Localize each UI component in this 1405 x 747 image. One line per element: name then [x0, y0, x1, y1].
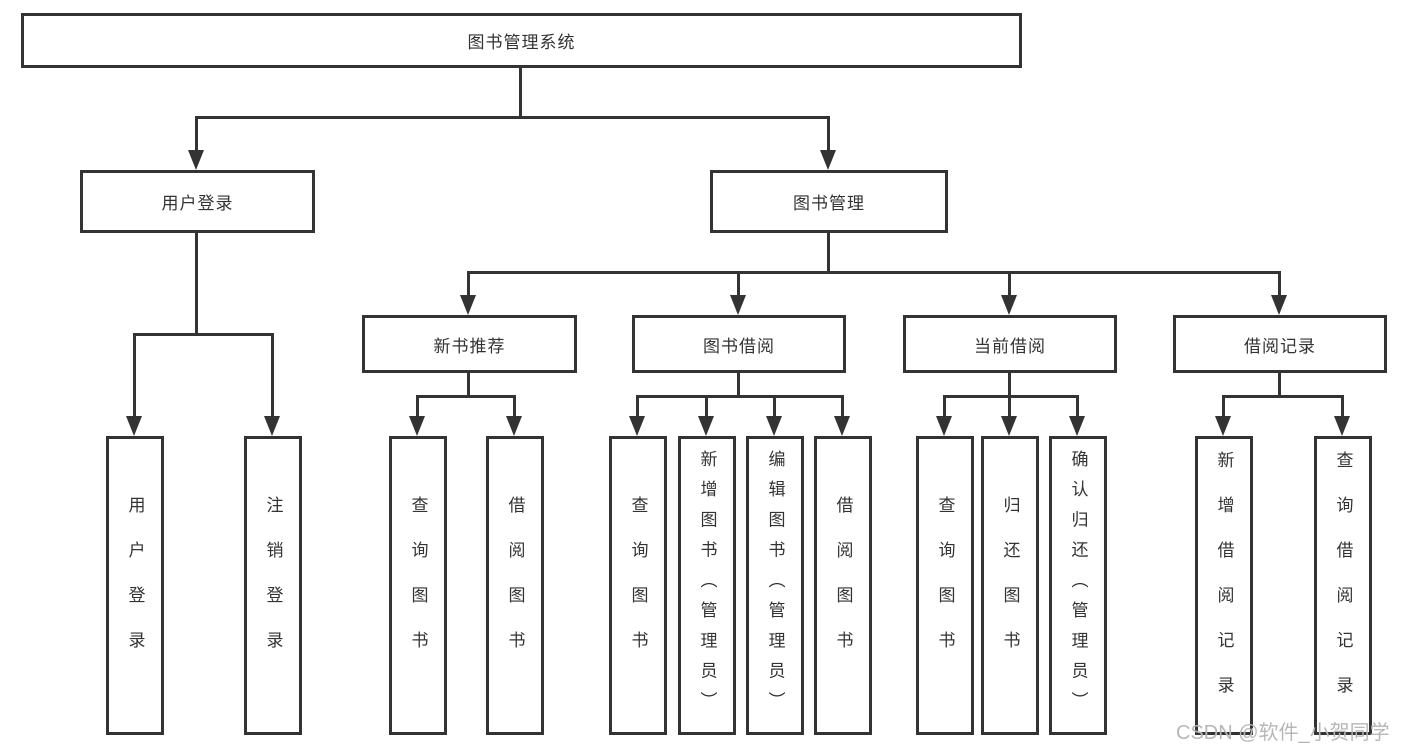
- node-label: 用户登录: [161, 194, 234, 213]
- connector-line: [1008, 373, 1011, 397]
- arrowhead-down-icon: [629, 416, 645, 436]
- connector-line: [636, 397, 639, 418]
- leaf-label: 查询借阅记录: [1333, 450, 1353, 721]
- leaf-query-books-current: 查询图书: [916, 436, 974, 735]
- arrowhead-down-icon: [126, 416, 142, 436]
- connector-line: [1222, 397, 1225, 418]
- connector-line: [636, 395, 844, 398]
- connector-line: [827, 233, 830, 273]
- connector-line: [1278, 273, 1281, 297]
- leaf-label: 新增图书（管理员）: [697, 449, 717, 722]
- arrowhead-down-icon: [834, 416, 850, 436]
- node-label: 借阅记录: [1244, 336, 1316, 356]
- connector-line: [416, 397, 419, 418]
- arrowhead-down-icon: [460, 295, 476, 315]
- arrowhead-down-icon: [698, 416, 714, 436]
- leaf-label: 归还图书: [1000, 495, 1020, 676]
- node-borrowing-records: 借阅记录: [1173, 315, 1387, 373]
- connector-line: [133, 333, 274, 336]
- leaf-return-books: 归还图书: [981, 436, 1039, 735]
- leaf-label: 注销登录: [263, 495, 283, 676]
- connector-line: [827, 118, 830, 152]
- leaf-query-borrow-record: 查询借阅记录: [1314, 436, 1372, 735]
- arrowhead-down-icon: [1001, 295, 1017, 315]
- arrowhead-down-icon: [1271, 295, 1287, 315]
- leaf-query-books-recommend: 查询图书: [389, 436, 447, 735]
- connector-line: [737, 373, 740, 397]
- leaf-confirm-return-admin: 确认归还（管理员）: [1049, 436, 1107, 735]
- leaf-borrow-books-recommend: 借阅图书: [486, 436, 544, 735]
- node-book-management: 图书管理: [710, 170, 948, 233]
- arrowhead-down-icon: [1334, 416, 1350, 436]
- connector-line: [519, 68, 522, 118]
- connector-line: [467, 271, 1281, 274]
- connector-line: [467, 373, 470, 397]
- leaf-label: 确认归还（管理员）: [1068, 449, 1088, 722]
- connector-line: [271, 335, 274, 418]
- arrowhead-down-icon: [409, 416, 425, 436]
- arrowhead-down-icon: [1215, 416, 1231, 436]
- connector-line: [841, 397, 844, 418]
- node-label: 图书借阅: [703, 336, 775, 356]
- leaf-logout: 注销登录: [244, 436, 302, 735]
- leaf-edit-books-admin: 编辑图书（管理员）: [746, 436, 804, 735]
- arrowhead-down-icon: [506, 416, 522, 436]
- leaf-label: 查询图书: [935, 495, 955, 676]
- arrowhead-down-icon: [820, 150, 836, 170]
- arrowhead-down-icon: [1069, 416, 1085, 436]
- connector-line: [773, 397, 776, 418]
- node-label: 图书管理: [793, 194, 865, 213]
- connector-line: [1341, 397, 1344, 418]
- connector-line: [1008, 273, 1011, 297]
- leaf-label: 用户登录: [125, 495, 145, 676]
- connector-line: [943, 395, 1079, 398]
- csdn-watermark: CSDN @软件_小贺同学: [1176, 722, 1390, 744]
- leaf-user-login: 用户登录: [106, 436, 164, 735]
- leaf-label: 编辑图书（管理员）: [765, 449, 785, 722]
- leaf-label: 新增借阅记录: [1214, 450, 1234, 721]
- node-new-book-recommendation: 新书推荐: [362, 315, 577, 373]
- connector-line: [943, 397, 946, 418]
- leaf-label: 借阅图书: [505, 495, 525, 676]
- connector-line: [195, 233, 198, 335]
- leaf-label: 借阅图书: [833, 495, 853, 676]
- arrowhead-down-icon: [264, 416, 280, 436]
- leaf-borrow-books: 借阅图书: [814, 436, 872, 735]
- leaf-add-borrow-record: 新增借阅记录: [1195, 436, 1253, 735]
- arrowhead-down-icon: [766, 416, 782, 436]
- node-label: 当前借阅: [974, 336, 1046, 356]
- arrowhead-down-icon: [1001, 416, 1017, 436]
- connector-line: [195, 116, 830, 119]
- leaf-add-books-admin: 新增图书（管理员）: [678, 436, 736, 735]
- connector-line: [1008, 397, 1011, 418]
- arrowhead-down-icon: [188, 150, 204, 170]
- node-current-borrowing: 当前借阅: [903, 315, 1117, 373]
- arrowhead-down-icon: [936, 416, 952, 436]
- connector-line: [195, 118, 198, 152]
- connector-line: [1076, 397, 1079, 418]
- arrowhead-down-icon: [730, 295, 746, 315]
- node-library-management-system: 图书管理系统: [21, 13, 1022, 68]
- leaf-label: 查询图书: [408, 495, 428, 676]
- connector-line: [737, 273, 740, 297]
- connector-line: [467, 273, 470, 297]
- connector-line: [1278, 373, 1281, 397]
- leaf-label: 查询图书: [628, 495, 648, 676]
- connector-line: [416, 395, 516, 398]
- connector-line: [705, 397, 708, 418]
- node-book-borrowing: 图书借阅: [632, 315, 846, 373]
- leaf-query-books-borrow: 查询图书: [609, 436, 667, 735]
- connector-line: [133, 335, 136, 418]
- node-user-login: 用户登录: [80, 170, 315, 233]
- connector-line: [513, 397, 516, 418]
- connector-line: [1222, 395, 1344, 398]
- node-label: 新书推荐: [433, 336, 506, 356]
- node-label: 图书管理系统: [467, 33, 576, 52]
